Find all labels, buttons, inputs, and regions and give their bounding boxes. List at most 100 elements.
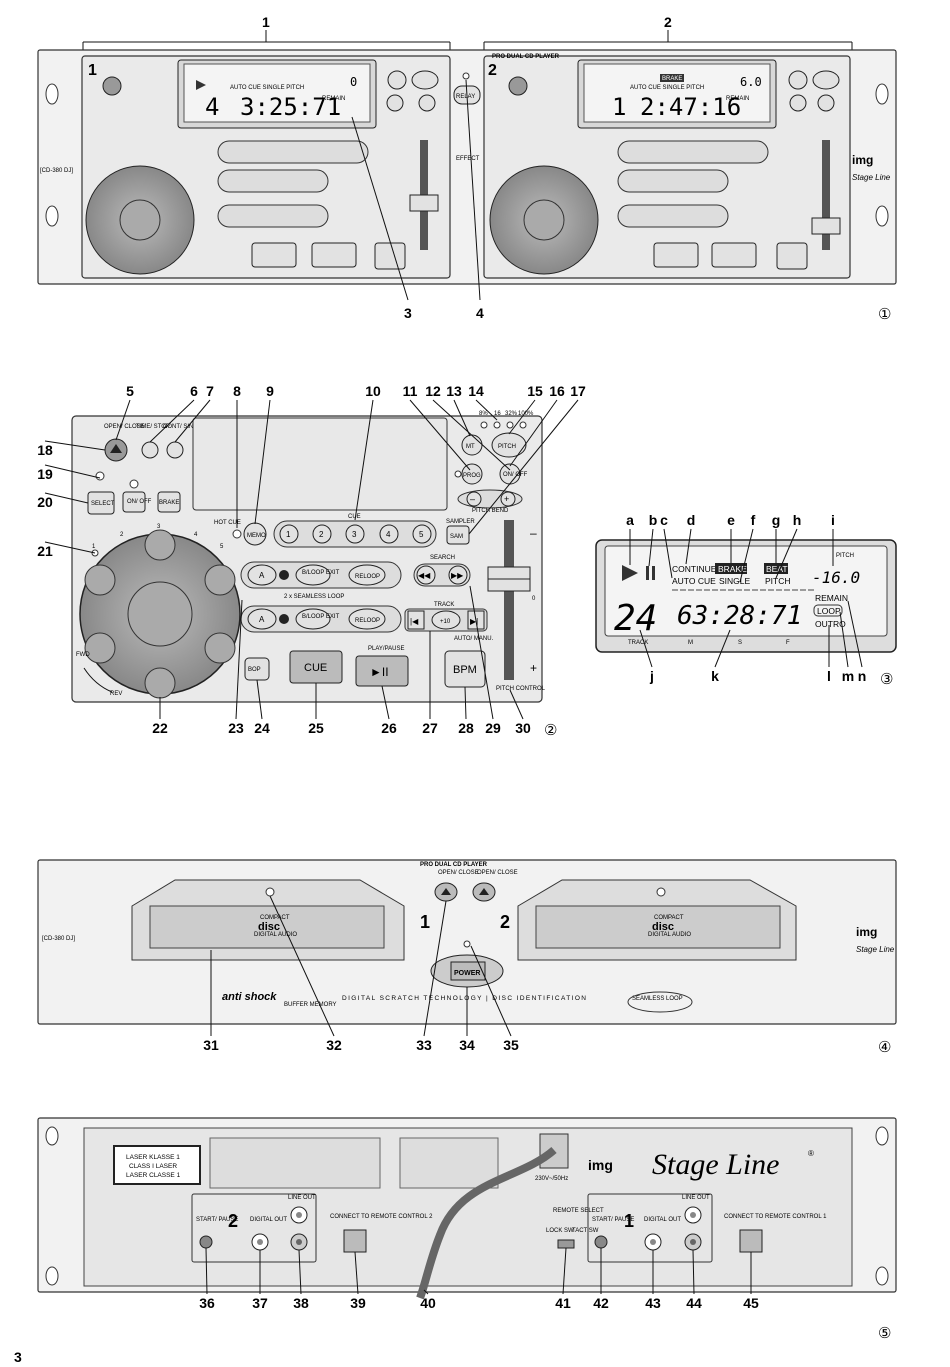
callout-12: 12 <box>425 383 441 399</box>
cue-3-button[interactable] <box>345 524 365 544</box>
callout-leader <box>381 685 390 720</box>
unit-2-lcd-remain: REMAIN <box>726 96 749 102</box>
search-forward-button[interactable] <box>448 565 468 585</box>
rack-hole <box>875 205 889 227</box>
start-pause-jack-1[interactable] <box>594 1235 608 1249</box>
pitch-led <box>506 421 514 429</box>
cue-button-2[interactable] <box>653 242 699 268</box>
callout-leader <box>423 900 447 1037</box>
pitch-bend-plus[interactable] <box>500 491 516 507</box>
loop-a-button[interactable] <box>247 564 277 586</box>
lcd-f-label: F <box>786 640 790 646</box>
pitch-fader-track <box>504 520 514 680</box>
cue-button[interactable] <box>251 242 297 268</box>
lcd-auto-cue: AUTO CUE <box>672 576 716 586</box>
remote-select-switch[interactable] <box>557 1239 575 1249</box>
on-off-2-button[interactable] <box>122 491 146 513</box>
hot-cue-led <box>232 529 242 539</box>
svg-text:–: – <box>470 494 475 504</box>
sam-label: SAM <box>450 534 463 540</box>
bpm-button[interactable] <box>374 242 406 270</box>
deck-1-number: 1 <box>624 1211 634 1231</box>
pitch-button[interactable] <box>411 70 439 90</box>
bloop-exit-button-2[interactable] <box>295 608 331 630</box>
plus10-button[interactable] <box>431 610 461 630</box>
brand-logo: img <box>588 1157 613 1173</box>
lcd-loop: LOOP <box>817 606 841 616</box>
laser-label <box>113 1145 201 1185</box>
figure-5-label: ⑤ <box>878 1325 891 1342</box>
callout-leader <box>354 1251 359 1295</box>
pitch-fader-2[interactable] <box>811 217 841 235</box>
callout-32: 32 <box>326 1037 342 1053</box>
reloop-label: RELOOP <box>355 574 380 580</box>
on-off-button-2[interactable] <box>817 94 835 112</box>
callout-leader <box>739 528 754 583</box>
pitch-button[interactable] <box>491 432 527 458</box>
callout-16: 16 <box>549 383 565 399</box>
mt-button-2[interactable] <box>788 70 808 90</box>
remote-2-connector[interactable] <box>343 1229 367 1253</box>
callout-g: g <box>772 512 781 528</box>
cue-5-button[interactable] <box>412 524 432 544</box>
bloop-exit-button[interactable] <box>295 564 331 586</box>
pitch-fader[interactable] <box>409 194 439 212</box>
loop-a-label: A <box>259 571 265 580</box>
callout-13: 13 <box>446 383 462 399</box>
rack-hole <box>45 83 59 105</box>
callout-leader <box>692 1249 695 1295</box>
callout-leader <box>464 686 467 720</box>
callout-22: 22 <box>152 720 168 736</box>
prog-button-2[interactable] <box>789 94 807 112</box>
plus10-label: +10 <box>440 619 451 625</box>
line-out-label-2: LINE OUT <box>288 1195 316 1201</box>
play-pause-button-2[interactable] <box>711 242 757 268</box>
start-pause-jack-2[interactable] <box>199 1235 213 1249</box>
cue-1-label: 1 <box>286 530 291 539</box>
brand-logo: img <box>852 153 873 167</box>
callout-40: 40 <box>420 1295 436 1311</box>
mt-button[interactable] <box>387 70 407 90</box>
reloop-button-2[interactable] <box>348 608 386 630</box>
pitch-bend-minus[interactable] <box>466 491 482 507</box>
reloop-button[interactable] <box>348 564 386 586</box>
cue-big-label: CUE <box>304 662 327 674</box>
brake-button[interactable] <box>157 491 181 513</box>
pitch-pct-32: 32% <box>505 411 518 417</box>
prog-button[interactable] <box>461 463 483 485</box>
callout-35: 35 <box>503 1037 519 1053</box>
cont-single-button[interactable] <box>166 441 184 459</box>
prog-button[interactable] <box>386 94 404 112</box>
search-back-button[interactable] <box>416 565 436 585</box>
power-button[interactable] <box>450 961 486 981</box>
power-led <box>463 940 471 948</box>
remote-1-connector[interactable] <box>739 1229 763 1253</box>
sam-button[interactable] <box>446 525 470 545</box>
callout-leader <box>354 399 374 521</box>
play-pause-button[interactable] <box>311 242 357 268</box>
cue-1-button[interactable] <box>279 524 299 544</box>
rev-label: REV <box>110 691 122 697</box>
callout-leader <box>685 528 692 565</box>
callout-29: 29 <box>485 720 501 736</box>
deck-2-number: 2 <box>500 912 510 932</box>
rack-hole <box>45 205 59 227</box>
cue-2-button[interactable] <box>312 524 332 544</box>
open-close-button-2[interactable] <box>508 76 528 96</box>
track-prev-button[interactable] <box>407 610 425 630</box>
loop-b-button[interactable] <box>247 608 277 630</box>
pitch-bend-label: PITCH BEND <box>472 508 509 514</box>
open-close-label-1: OPEN/ CLOSE <box>438 870 479 876</box>
pitch-button-2[interactable] <box>812 70 840 90</box>
lock-sw-label: LOCK SW <box>546 1228 574 1234</box>
on-off-button[interactable] <box>418 94 436 112</box>
disc-logo-1: disc <box>258 921 280 933</box>
time-stop-button[interactable] <box>141 441 159 459</box>
callout-33: 33 <box>416 1037 432 1053</box>
cue-4-button[interactable] <box>379 524 399 544</box>
cue-4-label: 4 <box>386 530 391 539</box>
open-close-button[interactable] <box>102 76 122 96</box>
bpm-button-2[interactable] <box>776 242 808 270</box>
line-out-label-1: LINE OUT <box>682 1195 710 1201</box>
